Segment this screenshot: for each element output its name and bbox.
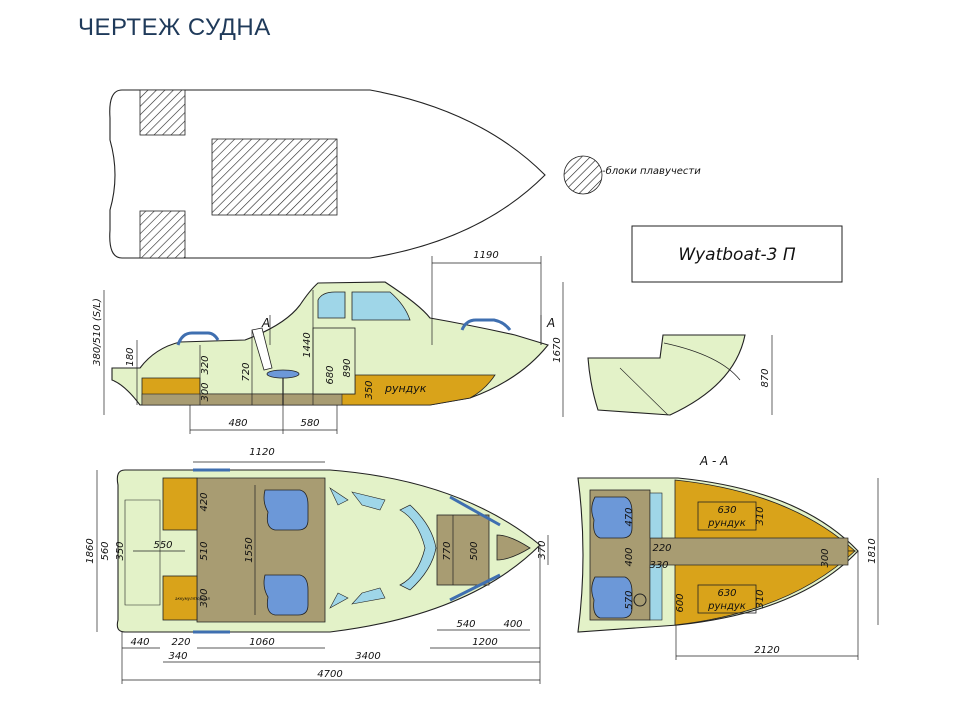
dim-bow-locker: 370	[537, 540, 548, 559]
dim-seat-bot: 300	[199, 588, 210, 607]
dim-transom: 180	[125, 347, 136, 366]
plan-glass	[329, 487, 349, 506]
section-profile: 870	[587, 334, 773, 416]
section-a-storage-h-2: 310	[755, 589, 766, 608]
section-a-storage-box	[697, 501, 757, 531]
dim-console-height: 1440	[302, 332, 313, 357]
dim-platform-length: 550	[153, 540, 172, 551]
section-a-storage-w-2: 630	[717, 588, 736, 599]
dim-seat-top: 420	[199, 492, 210, 511]
plan-glass	[351, 491, 386, 511]
dim-cockpit-width: 1550	[244, 537, 255, 562]
dim-platform: 350	[115, 541, 126, 560]
flotation-block	[211, 138, 338, 216]
dim-top-length: 1190	[473, 250, 498, 261]
dim-bow-tip: 400	[503, 619, 522, 630]
dim-a-seat-mid: 400	[624, 547, 635, 566]
section-a-glass	[649, 564, 663, 621]
section-a-glass	[649, 492, 663, 539]
dim-console-upper: 890	[342, 358, 353, 377]
deck-plan-view: аккумуляторная 1120 1860 560 350 550 420…	[85, 447, 549, 684]
dim-a-beam: 1810	[867, 538, 878, 563]
flotation-block	[139, 210, 186, 259]
plan-glass	[351, 587, 386, 605]
section-a-storage-w: 630	[717, 505, 736, 516]
side-seat-cushion	[266, 369, 300, 379]
dim-seat-to-post: 480	[228, 418, 247, 429]
section-a-storage	[674, 479, 857, 552]
section-a-seat	[591, 576, 633, 619]
dim-seat-mid: 510	[199, 541, 210, 560]
dim-beam: 1860	[85, 538, 96, 563]
section-a-storage-label: рундук	[707, 518, 746, 529]
legend-flotation-label: -блоки плавучести	[602, 165, 701, 177]
dim-section-height: 870	[760, 368, 771, 387]
side-window	[317, 291, 346, 319]
dim-bow-locker-length: 540	[456, 619, 475, 630]
dim-total-length: 4700	[317, 669, 342, 680]
plan-stern-storage	[162, 575, 198, 621]
dim-seat-floor: 300	[200, 382, 211, 401]
dim-stern-gap: 220	[171, 637, 190, 648]
section-a-storage-box	[697, 584, 757, 614]
plan-seat	[263, 489, 309, 531]
side-rail	[176, 331, 220, 346]
dim-cockpit-floor: 1060	[249, 637, 274, 648]
plan-console	[436, 514, 490, 586]
dim-a-length: 2120	[754, 645, 779, 656]
section-hull	[587, 334, 746, 416]
dim-a-side-600: 600	[675, 593, 686, 612]
dim-seat-base: 320	[200, 355, 211, 374]
dim-bow-section: 1200	[472, 637, 497, 648]
plan-glass	[329, 592, 349, 609]
section-a-center	[649, 537, 849, 566]
steering-wheel-icon	[633, 593, 647, 607]
plan-bow-locker	[496, 534, 531, 561]
dim-cockpit-length: 1120	[249, 447, 274, 458]
dim-console-width: 500	[469, 541, 480, 560]
dim-stern-offset: 340	[168, 651, 187, 662]
side-storage-label: рундук	[384, 382, 427, 395]
dim-seat-height: 720	[241, 362, 252, 381]
section-mark-right: А	[546, 316, 555, 330]
side-window	[351, 291, 411, 321]
plan-stern-storage	[162, 477, 198, 531]
side-rail	[460, 318, 512, 331]
model-name: Wyatboat-3 П	[678, 245, 796, 265]
page-title: ЧЕРТЕЖ СУДНА	[78, 14, 271, 41]
section-a-label: А - А	[699, 454, 728, 468]
dim-post-to-console: 580	[300, 418, 319, 429]
dim-stern: 440	[130, 637, 149, 648]
section-mark-left: А	[261, 316, 270, 330]
plan-small-label: аккумуляторная	[175, 596, 210, 601]
plan-outline-view: -блоки плавучести	[109, 89, 701, 259]
dim-freeboard: 380/510 (S/L)	[92, 298, 103, 366]
plan-windscreen	[399, 504, 437, 591]
dim-inner-beam: 560	[100, 541, 111, 560]
dim-hull-length: 3400	[355, 651, 380, 662]
section-a-storage-label-2: рундук	[707, 601, 746, 612]
side-floor	[141, 393, 343, 406]
flotation-block	[139, 89, 186, 136]
dim-storage-height: 350	[364, 380, 375, 399]
dim-a-gap-220: 220	[652, 543, 671, 554]
dim-console-lower: 680	[325, 365, 336, 384]
side-seat	[251, 327, 273, 371]
model-title-box: Wyatboat-3 П	[631, 225, 843, 283]
section-a-seat	[591, 496, 633, 539]
dim-console-length: 770	[442, 541, 453, 560]
dim-height-total: 1670	[552, 337, 563, 362]
dim-a-seat-top: 470	[624, 507, 635, 526]
side-view: А А 1190 1670 380/510 (S/L) 180 320 300 …	[92, 250, 564, 434]
dim-a-center-width: 300	[820, 548, 831, 567]
plan-seat	[263, 574, 309, 616]
dim-a-gap-330: 330	[649, 560, 668, 571]
legend-flotation-icon	[563, 155, 603, 195]
section-a-view: А - А 630 рундук 310 630 рундук 310 470 …	[577, 454, 879, 660]
dim-a-seat-bot: 570	[624, 590, 635, 609]
section-a-storage-h: 310	[755, 506, 766, 525]
